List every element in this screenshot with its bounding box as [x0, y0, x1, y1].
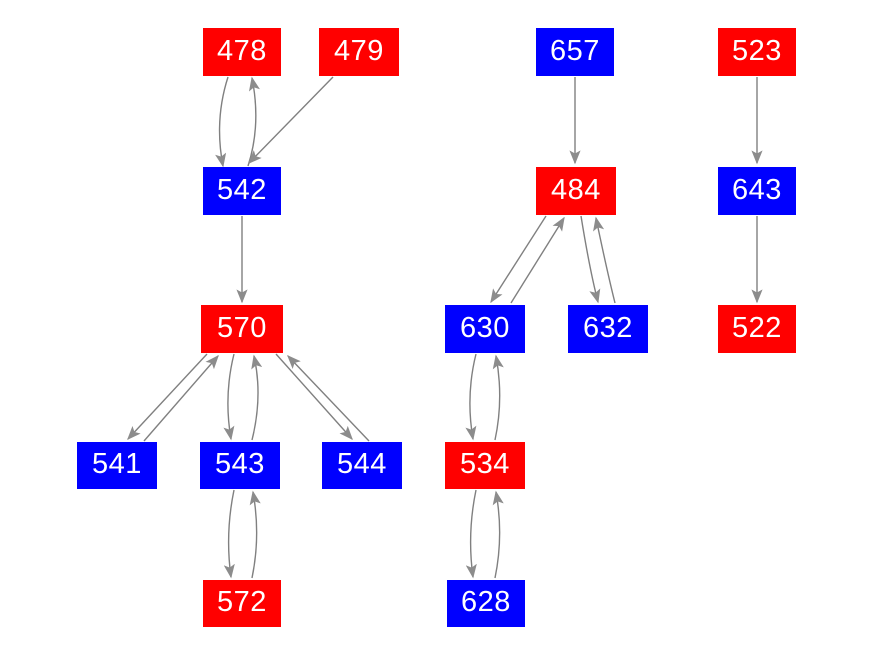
graph-node-label: 541: [92, 448, 142, 480]
graph-node-542[interactable]: 542: [203, 167, 281, 215]
edge-630-534: [465, 353, 477, 441]
graph-node-label: 523: [732, 34, 782, 67]
graph-node-543[interactable]: 543: [200, 442, 280, 489]
graph-node-label: 628: [461, 586, 511, 618]
graph-node-632[interactable]: 632: [568, 305, 648, 353]
graph-node-label: 543: [215, 448, 265, 480]
graph-node-643[interactable]: 643: [718, 167, 796, 215]
edge-478-542: [215, 76, 229, 168]
graph-node-544[interactable]: 544: [322, 442, 402, 489]
graph-node-534[interactable]: 534: [445, 442, 525, 489]
edge-632-484: [593, 216, 616, 304]
graph-node-label: 570: [217, 311, 267, 344]
graph-node-478[interactable]: 478: [203, 28, 281, 76]
edge-484-632: [580, 215, 601, 304]
edge-542-478: [247, 76, 260, 167]
graph-node-label: 522: [732, 311, 782, 344]
graph-node-570[interactable]: 570: [201, 305, 283, 353]
edge-534-628: [465, 489, 477, 579]
graph-node-572[interactable]: 572: [203, 580, 281, 627]
graph-node-label: 479: [334, 34, 384, 67]
graph-node-label: 544: [337, 448, 387, 480]
graph-node-label: 572: [217, 586, 267, 618]
graph-node-label: 534: [460, 448, 510, 480]
graph-node-657[interactable]: 657: [536, 28, 614, 76]
graph-node-label: 478: [217, 34, 267, 67]
edge-544-570: [287, 354, 370, 442]
edge-630-484: [510, 216, 565, 304]
edge-534-630: [492, 354, 504, 441]
graph-node-484[interactable]: 484: [536, 167, 616, 215]
edge-570-541: [127, 353, 208, 441]
graph-node-522[interactable]: 522: [718, 305, 796, 353]
graph-node-label: 632: [583, 311, 633, 344]
graph-node-label: 484: [551, 173, 601, 206]
edge-543-570: [251, 354, 263, 441]
graph-node-523[interactable]: 523: [718, 28, 796, 76]
edge-572-543: [249, 490, 261, 579]
graph-node-label: 630: [460, 311, 510, 344]
graph-node-630[interactable]: 630: [445, 305, 525, 353]
graph-node-479[interactable]: 479: [319, 28, 399, 76]
edge-541-570: [143, 354, 219, 442]
edge-543-572: [223, 489, 235, 579]
edge-628-534: [492, 490, 504, 579]
edge-484-630: [490, 215, 547, 304]
edge-570-543: [223, 353, 235, 441]
graph-node-label: 657: [550, 34, 600, 67]
graph-node-541[interactable]: 541: [77, 442, 157, 489]
edge-570-544: [275, 353, 353, 441]
graph-node-label: 542: [217, 173, 267, 206]
graph-node-628[interactable]: 628: [447, 580, 525, 627]
edge-479-542: [248, 76, 334, 165]
graph-node-label: 643: [732, 173, 782, 206]
